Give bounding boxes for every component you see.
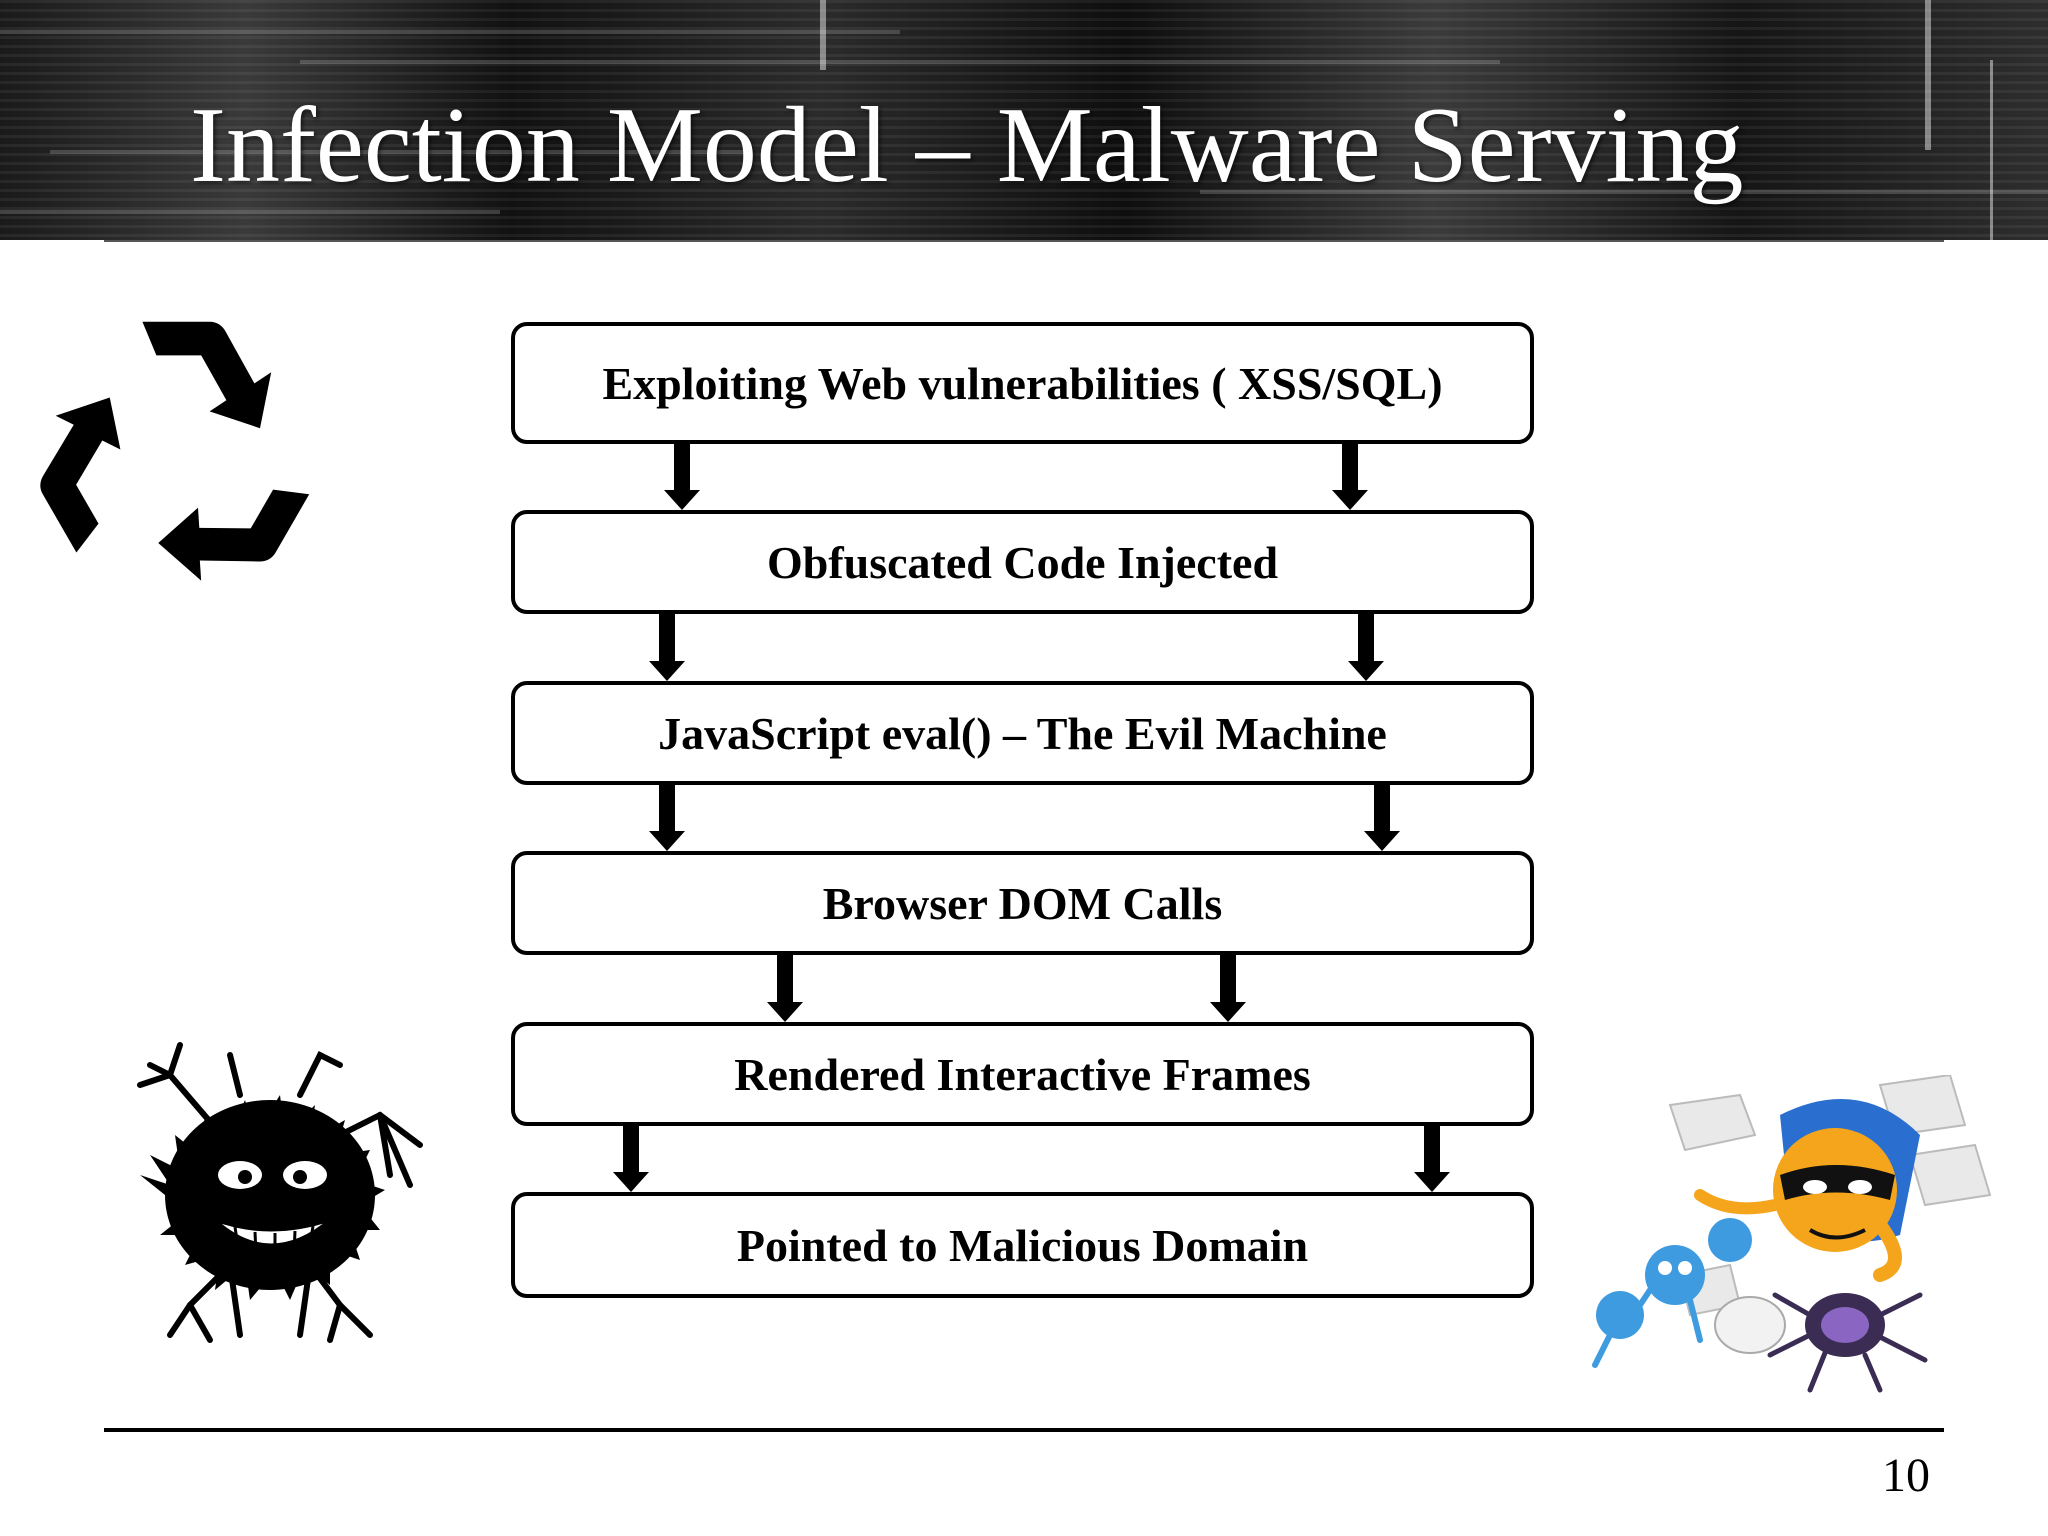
- flow-step-label: Pointed to Malicious Domain: [736, 1219, 1309, 1271]
- title-banner: Infection Model – Malware Serving: [0, 0, 2048, 240]
- flow-arrow: [1332, 444, 1368, 510]
- flow-step-javascript-eval: JavaScript eval() – The Evil Machine: [511, 681, 1534, 785]
- flow-step-label: Rendered Interactive Frames: [734, 1048, 1311, 1100]
- flow-step-malicious-domain: Pointed to Malicious Domain: [511, 1192, 1534, 1298]
- flow-arrow: [613, 1126, 649, 1192]
- flow-arrow: [1210, 955, 1246, 1022]
- flow-step-obfuscated-code: Obfuscated Code Injected: [511, 510, 1534, 614]
- recycle-icon: [36, 321, 310, 585]
- flow-step-rendered-frames: Rendered Interactive Frames: [511, 1022, 1534, 1126]
- flow-step-label: JavaScript eval() – The Evil Machine: [658, 707, 1387, 759]
- flow-arrow: [1348, 614, 1384, 681]
- page-number: 10: [1882, 1449, 1930, 1502]
- flow-arrow: [1364, 785, 1400, 851]
- flow-arrow: [767, 955, 803, 1022]
- flow-arrow: [649, 785, 685, 851]
- flow-step-label: Obfuscated Code Injected: [766, 536, 1279, 588]
- flow-arrow: [649, 614, 685, 681]
- flow-step-label: Exploiting Web vulnerabilities ( XSS/SQL…: [602, 357, 1443, 409]
- flow-step-exploit-web-vulnerabilities: Exploiting Web vulnerabilities ( XSS/SQL…: [511, 322, 1534, 444]
- slide-title: Infection Model – Malware Serving: [190, 86, 1744, 205]
- flow-arrow: [664, 444, 700, 510]
- top-divider: [104, 240, 1944, 242]
- flow-arrow: [1414, 1126, 1450, 1192]
- flow-step-browser-dom-calls: Browser DOM Calls: [511, 851, 1534, 955]
- flow-step-label: Browser DOM Calls: [822, 877, 1223, 929]
- virus-monster-icon: [137, 1042, 423, 1343]
- malware-bugs-icon: [1592, 1075, 1992, 1393]
- bottom-divider: [104, 1428, 1944, 1432]
